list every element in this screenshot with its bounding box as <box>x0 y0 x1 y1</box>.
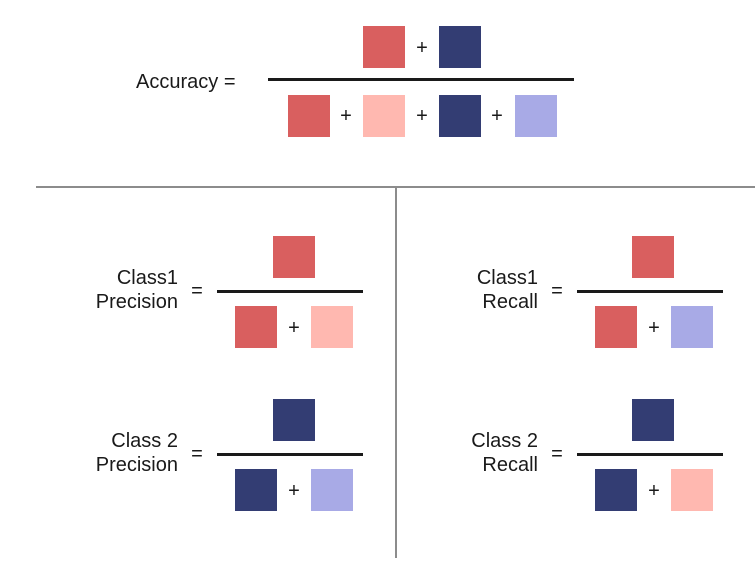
class1-recall-equals: = <box>551 280 563 302</box>
class2-precision-den-class2-as-class1-square <box>311 469 353 511</box>
class1-precision-label: Class1 Precision <box>95 267 178 313</box>
class2-recall-den-class1-as-class2-square <box>671 469 713 511</box>
accuracy-label: Accuracy = <box>136 71 236 93</box>
class1-recall-fraction-bar <box>577 290 723 293</box>
horizontal-divider <box>36 186 755 188</box>
class2-recall-equals: = <box>551 443 563 465</box>
accuracy-den-plus-1: + <box>340 105 352 127</box>
class1-precision-den-plus: + <box>288 317 300 339</box>
class2-recall-den-class2-correct-square <box>595 469 637 511</box>
accuracy-num-class1-correct-square <box>363 26 405 68</box>
class2-precision-equals: = <box>191 443 203 465</box>
class1-precision-den-class1-correct-square <box>235 306 277 348</box>
accuracy-den-class2-as-class1-square <box>515 95 557 137</box>
class2-recall-fraction-bar <box>577 453 723 456</box>
class2-precision-fraction-bar <box>217 453 363 456</box>
class1-recall-den-plus: + <box>648 317 660 339</box>
class2-precision-label: Class 2 Precision <box>95 430 178 476</box>
class1-precision-fraction-bar <box>217 290 363 293</box>
accuracy-num-plus: + <box>416 37 428 59</box>
class2-recall-den-plus: + <box>648 480 660 502</box>
accuracy-den-class1-correct-square <box>288 95 330 137</box>
class1-recall-num-class1-correct-square <box>632 236 674 278</box>
class1-recall-den-class1-correct-square <box>595 306 637 348</box>
class2-recall-num-class2-correct-square <box>632 399 674 441</box>
class1-recall-label: Class1 Recall <box>476 267 538 313</box>
class2-precision-num-class2-correct-square <box>273 399 315 441</box>
accuracy-fraction-bar <box>268 78 574 81</box>
accuracy-den-plus-2: + <box>416 105 428 127</box>
class2-recall-label: Class 2 Recall <box>471 430 538 476</box>
class1-recall-den-class2-as-class1-square <box>671 306 713 348</box>
accuracy-num-class2-correct-square <box>439 26 481 68</box>
class1-precision-equals: = <box>191 280 203 302</box>
vertical-divider <box>395 188 397 558</box>
accuracy-den-class1-as-class2-square <box>363 95 405 137</box>
class1-precision-den-class1-as-class2-square <box>311 306 353 348</box>
class1-precision-num-class1-correct-square <box>273 236 315 278</box>
accuracy-den-class2-correct-square <box>439 95 481 137</box>
class2-precision-den-class2-correct-square <box>235 469 277 511</box>
class2-precision-den-plus: + <box>288 480 300 502</box>
accuracy-den-plus-3: + <box>491 105 503 127</box>
